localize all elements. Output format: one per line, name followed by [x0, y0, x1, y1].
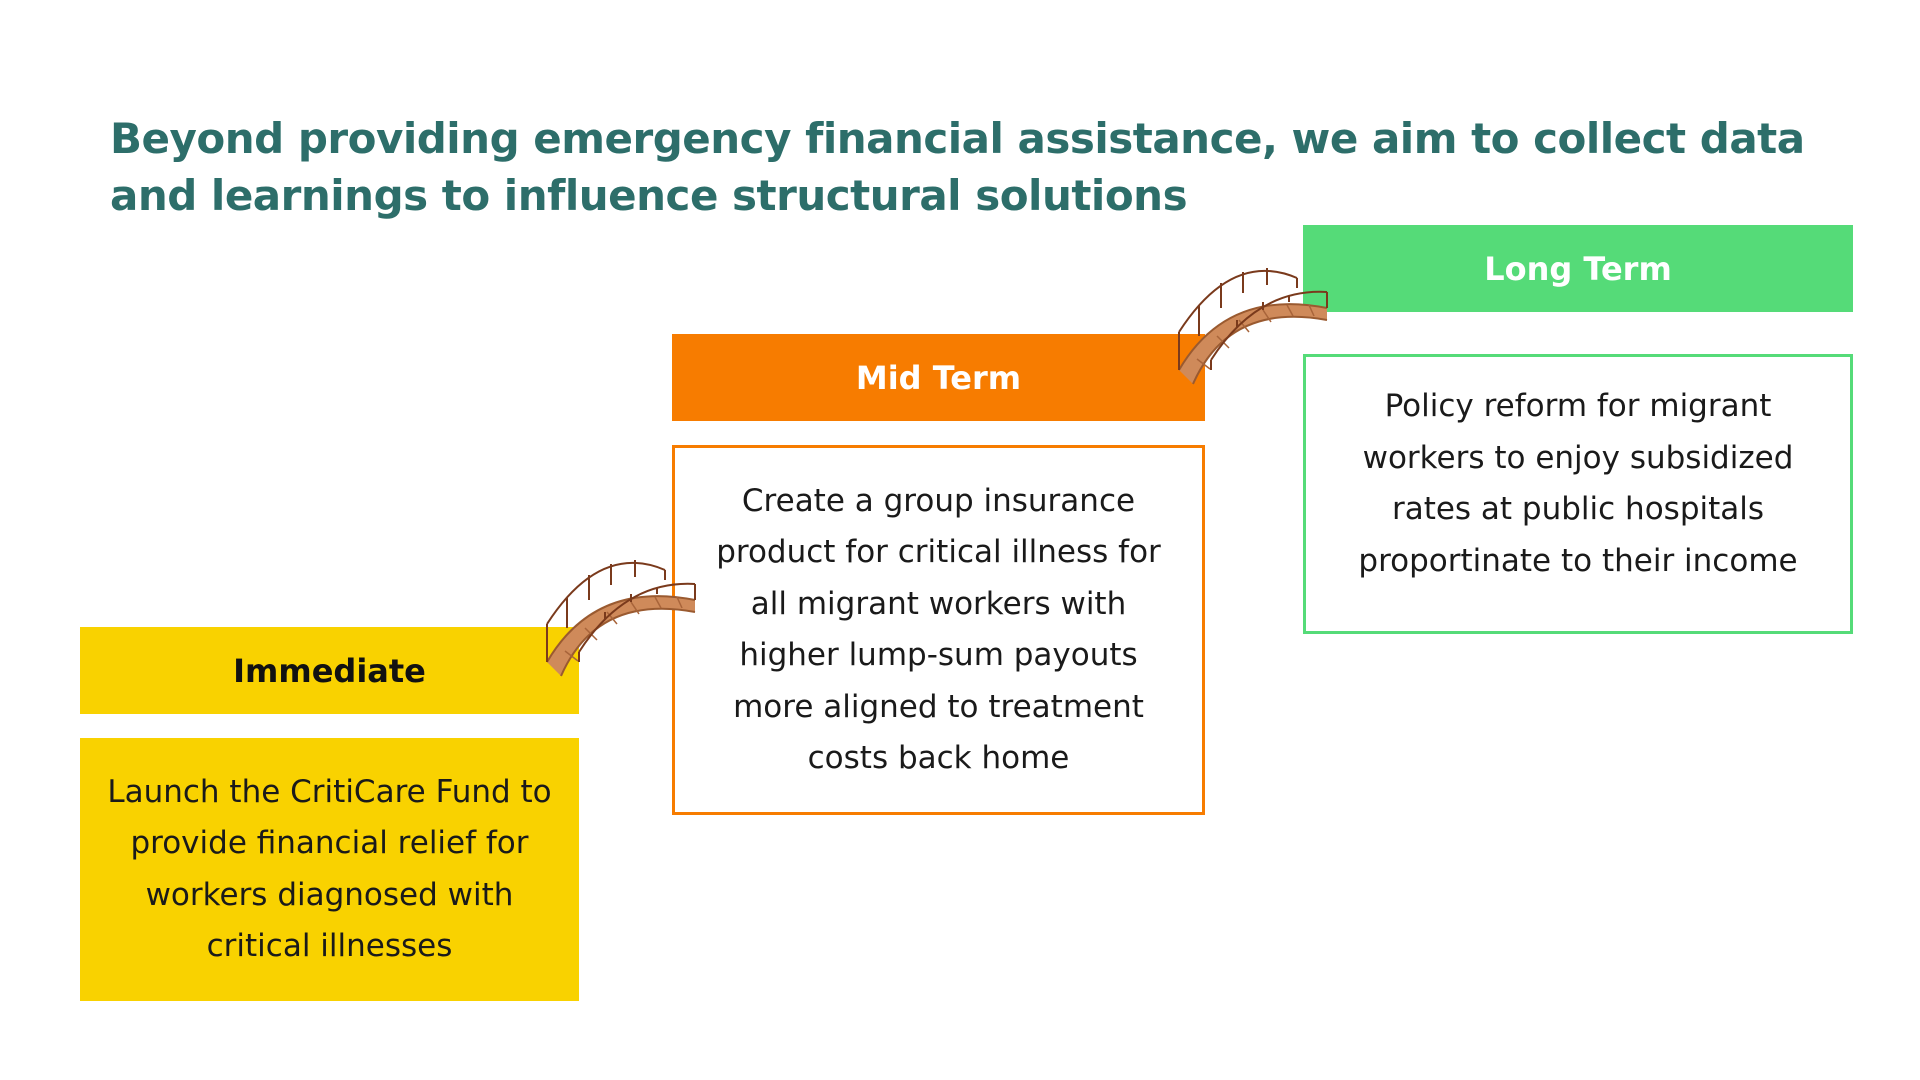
stage-card-immediate: Launch the CritiCare Fund to provide fin…: [80, 738, 579, 1001]
stage-description-long-term: Policy reform for migrant workers to enj…: [1358, 388, 1798, 579]
stage-card-mid-term: Create a group insurance product for cri…: [672, 445, 1205, 815]
stage-title-long-term: Long Term: [1484, 249, 1672, 288]
stage-title-immediate: Immediate: [233, 651, 426, 690]
stage-header-long-term: Long Term: [1303, 225, 1853, 312]
bridge-railing: [1178, 268, 1328, 370]
bridge-deck: [546, 595, 696, 677]
stage-header-mid-term: Mid Term: [672, 334, 1205, 421]
stage-description-immediate: Launch the CritiCare Fund to provide fin…: [107, 773, 552, 965]
page-title: Beyond providing emergency financial ass…: [110, 114, 1805, 220]
bridge-railing: [546, 560, 696, 662]
stage-title-mid-term: Mid Term: [855, 358, 1022, 397]
bridge-icon: [546, 560, 696, 677]
stage-description-mid-term: Create a group insurance product for cri…: [716, 482, 1161, 777]
stage-card-long-term: Policy reform for migrant workers to enj…: [1303, 354, 1853, 634]
bridge-icon: [1178, 268, 1328, 385]
bridge-deck: [1178, 303, 1328, 385]
stage-header-immediate: Immediate: [80, 627, 579, 714]
